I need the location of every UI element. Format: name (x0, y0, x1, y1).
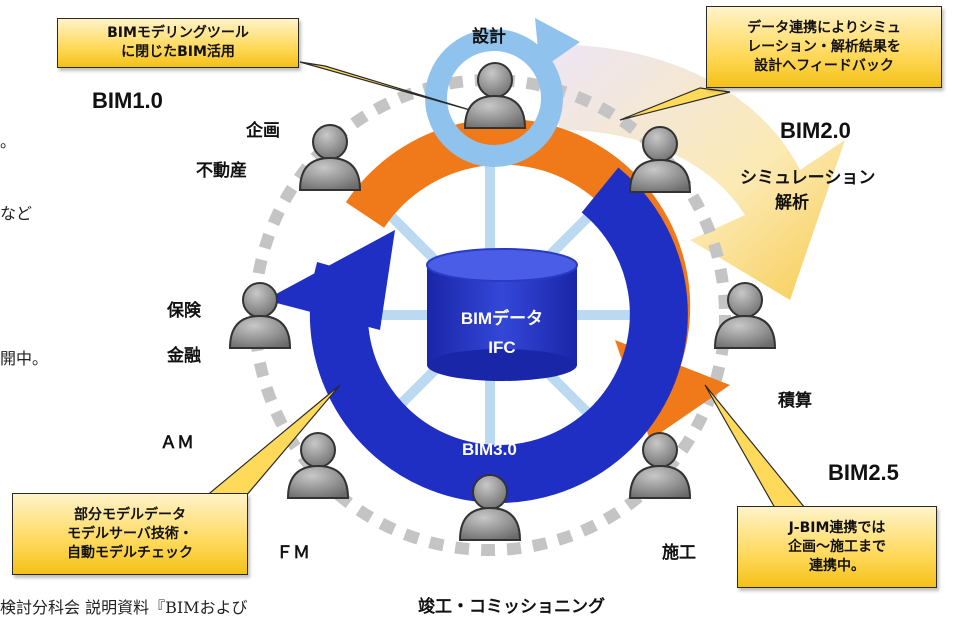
stage-bim25: BIM2.5 (828, 460, 899, 485)
bim2-glow-arrow (540, 44, 845, 300)
callout-bim1: BIMモデリングツール に閉じたBIM活用 (57, 18, 299, 68)
blue-arrowhead (265, 230, 395, 330)
callout-bim3-line-2: モデルサーバ技術・ (67, 525, 193, 542)
label-completion: 竣工・コミッショニング (418, 597, 605, 617)
callout-bim2-line-1: データ連携によりシミュ (747, 19, 901, 36)
center-cylinder (426, 248, 578, 381)
label-construction: 施工 (662, 543, 696, 563)
stage-bim1: BIM1.0 (92, 88, 163, 113)
label-finance: 金融 (167, 346, 201, 366)
bim1-pointer (299, 61, 471, 111)
left-fragment-3: 開中。 (0, 349, 49, 368)
design-ring (425, 29, 563, 167)
label-real-estate: 不動産 (196, 161, 247, 181)
callout-bim2-line-3: 設計へフィードバック (754, 57, 894, 74)
callout-bim3-line-1: 部分モデルデータ (74, 506, 186, 523)
callout-bim1-line-1: BIMモデリングツール (107, 25, 249, 41)
label-simulation: シミュレーション (740, 168, 876, 188)
stage-bim2: BIM2.0 (780, 118, 851, 143)
label-am: ＡＭ (160, 433, 194, 453)
label-estimation: 積算 (778, 391, 812, 411)
bim2-pointer (619, 87, 731, 121)
left-fragment-2: など (0, 204, 33, 223)
stage-bim3: BIM3.0 (462, 440, 517, 459)
callout-bim25-line-1: J-BIM連携では (788, 519, 886, 536)
callout-bim3: 部分モデルデータ モデルサーバ技術・ 自動モデルチェック (12, 493, 248, 575)
bottom-source-text: 検討分科会 説明資料『BIMおよび (0, 598, 248, 617)
callout-bim25-line-3: 連携中。 (809, 557, 865, 574)
label-design: 設計 (472, 27, 506, 47)
person-icons (228, 62, 777, 541)
left-fragment-1: 。 (0, 132, 17, 151)
callout-bim25-line-2: 企画～施工まで (788, 538, 886, 555)
center-line-1: BIMデータ (460, 309, 544, 328)
label-analysis: 解析 (775, 193, 809, 213)
callout-bim3-line-3: 自動モデルチェック (67, 544, 193, 561)
label-insurance: 保険 (167, 301, 201, 321)
callout-bim2-line-2: レーション・解析結果を (747, 38, 901, 55)
design-ring-arrow (535, 18, 580, 70)
label-fm: ＦＭ (276, 543, 310, 563)
callout-bim25: J-BIM連携では 企画～施工まで 連携中。 (737, 506, 937, 588)
center-line-2: IFC (488, 338, 516, 357)
callout-bim2: データ連携によりシミュ レーション・解析結果を 設計へフィードバック (706, 6, 942, 88)
label-planning: 企画 (246, 121, 280, 141)
callout-bim1-line-2: に閉じたBIM活用 (121, 44, 235, 60)
blue-ring (309, 167, 688, 503)
